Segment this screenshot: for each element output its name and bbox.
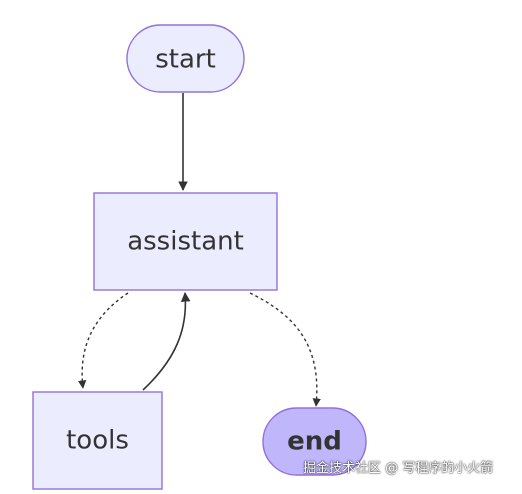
edge-assistant-to-tools [77,292,129,389]
node-end-label: end [287,427,342,457]
node-end[interactable]: end [262,407,367,476]
node-start-label: start [155,45,216,75]
node-tools[interactable]: tools [32,391,163,490]
node-assistant[interactable]: assistant [93,192,278,291]
node-assistant-label: assistant [127,227,244,257]
node-tools-label: tools [66,426,129,456]
node-start[interactable]: start [126,24,245,93]
edge-assistant-to-end [249,292,321,407]
watermark: 掘金技术社区 @ 写程序的小火箭 [303,461,494,476]
edge-tools-to-assistant [142,292,191,391]
